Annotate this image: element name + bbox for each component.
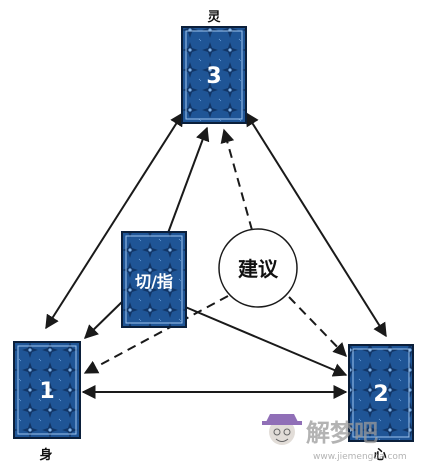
cut-card-body — [121, 231, 187, 328]
card-3-body — [181, 26, 247, 124]
card-1-position-label: 身 — [39, 447, 52, 463]
arrow-cut-card2 — [182, 305, 348, 377]
card-3-inner-border — [185, 30, 243, 120]
advice-circle — [218, 228, 298, 308]
watermark-url: www.jiemengba.com — [313, 452, 407, 462]
card-3-number: 3 — [206, 64, 221, 89]
card-2-inner-border — [352, 348, 410, 438]
cut-card: 切/指 — [121, 231, 187, 328]
card-1-number: 1 — [39, 379, 54, 404]
watermark-brand: 解梦吧 — [306, 419, 378, 447]
card-2: 2 — [348, 344, 414, 442]
dashed-arrow-advice-card3 — [220, 128, 253, 231]
card-1: 1 — [13, 341, 81, 439]
card-2-position-label: 心 — [373, 448, 386, 463]
advice-node: 建议 — [218, 228, 298, 308]
card-1-body — [13, 341, 81, 439]
watermark: 解梦吧 www.jiemengba.com — [262, 414, 407, 462]
advice-label: 建议 — [238, 257, 279, 281]
card-2-body — [348, 344, 414, 442]
card-3-position-label: 灵 — [207, 10, 221, 25]
connectors — [45, 111, 387, 399]
arrow-card3-card2 — [245, 111, 387, 338]
cut-card-label: 切/指 — [135, 272, 173, 291]
arrow-cut-card3 — [167, 126, 210, 234]
card-2-number: 2 — [373, 382, 388, 407]
arrow-cut-card1 — [83, 297, 127, 339]
card-3: 3 — [181, 26, 247, 124]
dashed-arrow-advice-card1 — [83, 295, 229, 374]
arrow-card1-card3 — [45, 111, 184, 330]
cut-card-inner-border — [125, 235, 183, 324]
card-1-inner-border — [17, 345, 77, 435]
dashed-arrow-advice-card2 — [288, 296, 347, 358]
watermark-mascot-icon — [262, 414, 302, 445]
